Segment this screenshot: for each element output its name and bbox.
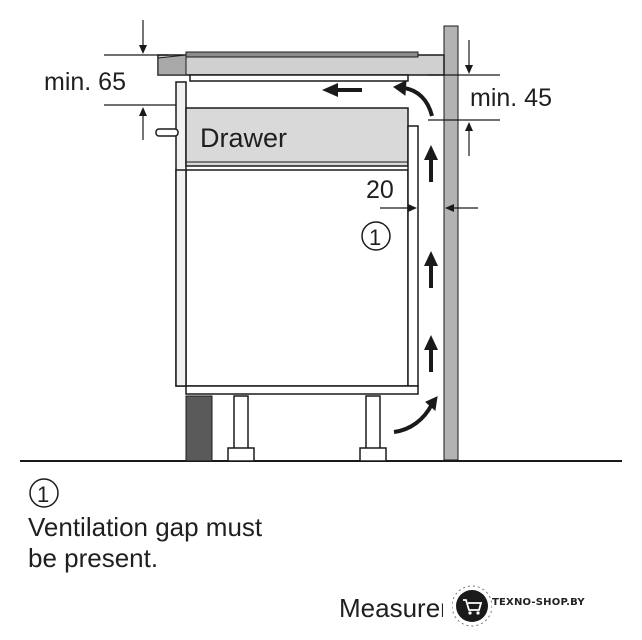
cooktop-body bbox=[189, 74, 409, 82]
marker-number-note: 1 bbox=[37, 482, 49, 507]
cabinet-carcass bbox=[185, 169, 409, 387]
watermark-text: TEXNO-SHOP.BY bbox=[492, 597, 585, 608]
arrow-icon-curve-top bbox=[403, 86, 434, 117]
dimension-label-min-45: min. 45 bbox=[470, 84, 552, 112]
arrow-icon-up-2 bbox=[424, 251, 438, 288]
cabinet-leg-front bbox=[233, 395, 249, 451]
wall bbox=[443, 25, 459, 461]
cabinet-front-door bbox=[175, 169, 187, 387]
arrow-icon-curve-top-head bbox=[393, 80, 407, 96]
note-line-2: be present. bbox=[28, 543, 159, 573]
cooktop bbox=[185, 51, 419, 58]
shopping-cart-icon bbox=[452, 585, 492, 627]
arrow-icon-curve-bottom-head bbox=[425, 396, 438, 411]
dimension-min-45 bbox=[428, 40, 500, 156]
arrow-icon-up-1 bbox=[424, 335, 438, 372]
note-line-1: Ventilation gap must bbox=[28, 512, 263, 542]
dimension-min-65 bbox=[104, 20, 176, 140]
cabinet-leg-front-foot bbox=[227, 447, 255, 462]
marker-number-diagram: 1 bbox=[369, 225, 381, 250]
worktop bbox=[157, 54, 445, 76]
cabinet-back-panel bbox=[407, 125, 419, 387]
marker-circle-note: 1 bbox=[29, 478, 59, 508]
cabinet-bottom-board bbox=[185, 385, 419, 395]
arrow-icon-up-3 bbox=[424, 145, 438, 182]
marker-circle-diagram: 1 bbox=[361, 221, 391, 251]
plinth bbox=[185, 395, 213, 462]
drawer-handle bbox=[155, 128, 179, 137]
airflow-arrows bbox=[322, 80, 438, 434]
dimension-label-min-65: min. 65 bbox=[44, 68, 126, 96]
arrow-icon-left bbox=[322, 83, 362, 97]
drawer-label: Drawer bbox=[200, 123, 287, 153]
dimension-label-gap: 20 bbox=[366, 176, 394, 204]
dimension-gap-20 bbox=[380, 204, 478, 212]
arrow-icon-curve-bottom bbox=[393, 403, 434, 434]
cabinet-leg-back bbox=[365, 395, 381, 451]
cabinet-leg-back-foot bbox=[359, 447, 387, 462]
footer-measurements-label: Measurements in mm bbox=[339, 593, 443, 623]
watermark: TEXNO-SHOP.BY bbox=[452, 582, 632, 630]
worktop-front-edge bbox=[157, 54, 187, 76]
